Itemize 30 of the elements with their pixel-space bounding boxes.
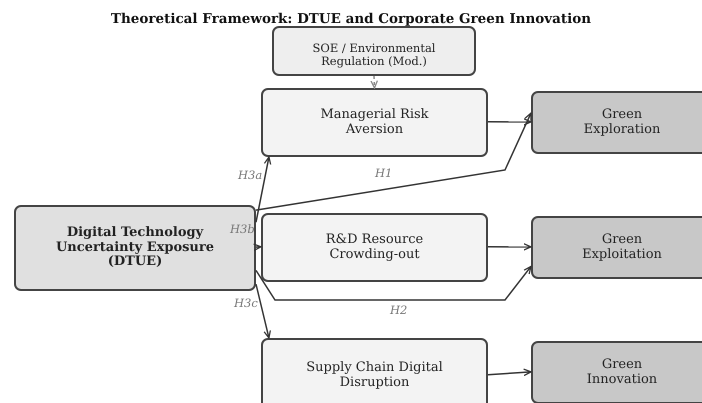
moderator-box	[272, 26, 476, 76]
outcome-box	[531, 216, 702, 279]
node-label: Green Exploitation	[581, 232, 663, 262]
input-box	[14, 205, 256, 291]
edge-label: H3a	[238, 168, 262, 182]
edge-label: H3b	[230, 222, 255, 236]
arrow	[252, 243, 262, 252]
mediator-box	[261, 88, 488, 157]
edge-label: H2	[390, 303, 408, 317]
arrow	[370, 76, 378, 89]
edge-label: H1	[375, 166, 392, 180]
node-label: Supply Chain Digital Disruption	[305, 360, 444, 390]
title: Theoretical Framework: DTUE and Corporate Green Innovation	[110, 11, 592, 27]
arrow	[488, 368, 532, 376]
outcome-box	[531, 341, 702, 403]
arrow	[255, 266, 532, 301]
arrow	[488, 118, 532, 126]
node-label: R&D Resource Crowding-out	[324, 232, 424, 262]
mediator-box	[261, 213, 488, 282]
arrow	[256, 112, 532, 211]
node-label: SOE / Environmental Regulation (Mod.)	[312, 42, 436, 68]
arrow	[488, 243, 532, 251]
node-label: Green Innovation	[586, 358, 658, 388]
mediator-box	[261, 338, 488, 403]
edge-label: H3c	[234, 296, 258, 310]
arrow	[255, 156, 272, 222]
node-label: Managerial Risk Aversion	[319, 108, 430, 138]
outcome-box	[531, 91, 702, 154]
node-label: Green Exploration	[582, 108, 662, 138]
arrow	[255, 284, 272, 339]
